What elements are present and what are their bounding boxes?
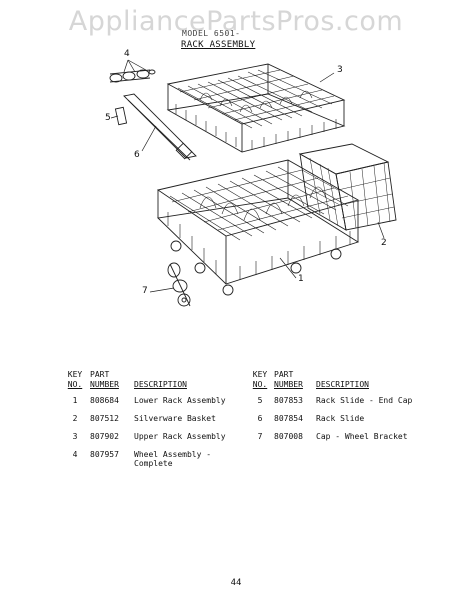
part-number-header-right: PART NUMBER	[274, 370, 303, 389]
table-row: 4 807957 Wheel Assembly - Complete	[60, 450, 416, 468]
description-header-right: DESCRIPTION	[316, 380, 369, 389]
key-number: 6	[257, 414, 263, 423]
lower-rack-drawing	[156, 159, 360, 296]
part-description: Wheel Assembly - Complete	[134, 450, 212, 468]
parts-list-table: KEY NO. PART NUMBER DESCRIPTION KEY NO. …	[60, 370, 416, 468]
page-number: 44	[230, 578, 242, 588]
silverware-basket-drawing	[298, 143, 397, 231]
table-row: 1 808684 Lower Rack Assembly 5 807853 Ra…	[60, 396, 416, 414]
wheel-bracket-cap-drawing	[167, 262, 191, 307]
part-number: 807902	[90, 432, 119, 441]
part-description: Cap - Wheel Bracket	[316, 432, 408, 441]
table-row: 3 807902 Upper Rack Assembly 7 807008 Ca…	[60, 432, 416, 450]
part-number: 807512	[90, 414, 119, 423]
key-number: 5	[257, 396, 263, 405]
key-number: 7	[257, 432, 263, 441]
key-number: 4	[72, 450, 78, 459]
key-no-header-right: KEY NO.	[252, 370, 268, 389]
parts-table-header: KEY NO. PART NUMBER DESCRIPTION KEY NO. …	[60, 370, 416, 396]
callout-1: 1	[298, 274, 304, 284]
callout-5: 5	[105, 113, 111, 123]
part-description: Upper Rack Assembly	[134, 432, 226, 441]
part-number: 807853	[274, 396, 303, 405]
key-number: 2	[72, 414, 78, 423]
key-no-header: KEY NO.	[67, 370, 83, 389]
key-number	[246, 450, 274, 468]
description-header: DESCRIPTION	[134, 380, 187, 389]
table-row: 2 807512 Silverware Basket 6 807854 Rack…	[60, 414, 416, 432]
part-description: Lower Rack Assembly	[134, 396, 226, 405]
model-label: MODEL 6501-	[182, 29, 241, 38]
key-number: 1	[72, 396, 78, 405]
part-description: Silverware Basket	[134, 414, 216, 423]
wheel-assembly-drawing	[109, 69, 156, 83]
part-description: Rack Slide	[316, 414, 365, 423]
part-number	[274, 450, 316, 468]
part-number: 807008	[274, 432, 303, 441]
part-description: Rack Slide - End Cap	[316, 396, 413, 405]
upper-rack-drawing	[166, 63, 346, 153]
leader-lines	[110, 59, 385, 293]
callout-6: 6	[134, 150, 140, 160]
part-number-header: PART NUMBER	[90, 370, 119, 389]
callout-7: 7	[142, 286, 148, 296]
callout-2: 2	[381, 238, 387, 248]
callout-4: 4	[124, 49, 130, 59]
part-number: 807957	[90, 450, 119, 459]
rack-slide-drawing	[123, 93, 197, 161]
part-number: 807854	[274, 414, 303, 423]
part-description	[316, 450, 416, 468]
rack-slide-end-cap-drawing	[114, 106, 128, 126]
part-number: 808684	[90, 396, 119, 405]
watermark-text: AppliancePartsPros.com	[68, 6, 404, 37]
key-number: 3	[72, 432, 78, 441]
callout-3: 3	[337, 65, 343, 75]
section-title: RACK ASSEMBLY	[181, 40, 256, 50]
